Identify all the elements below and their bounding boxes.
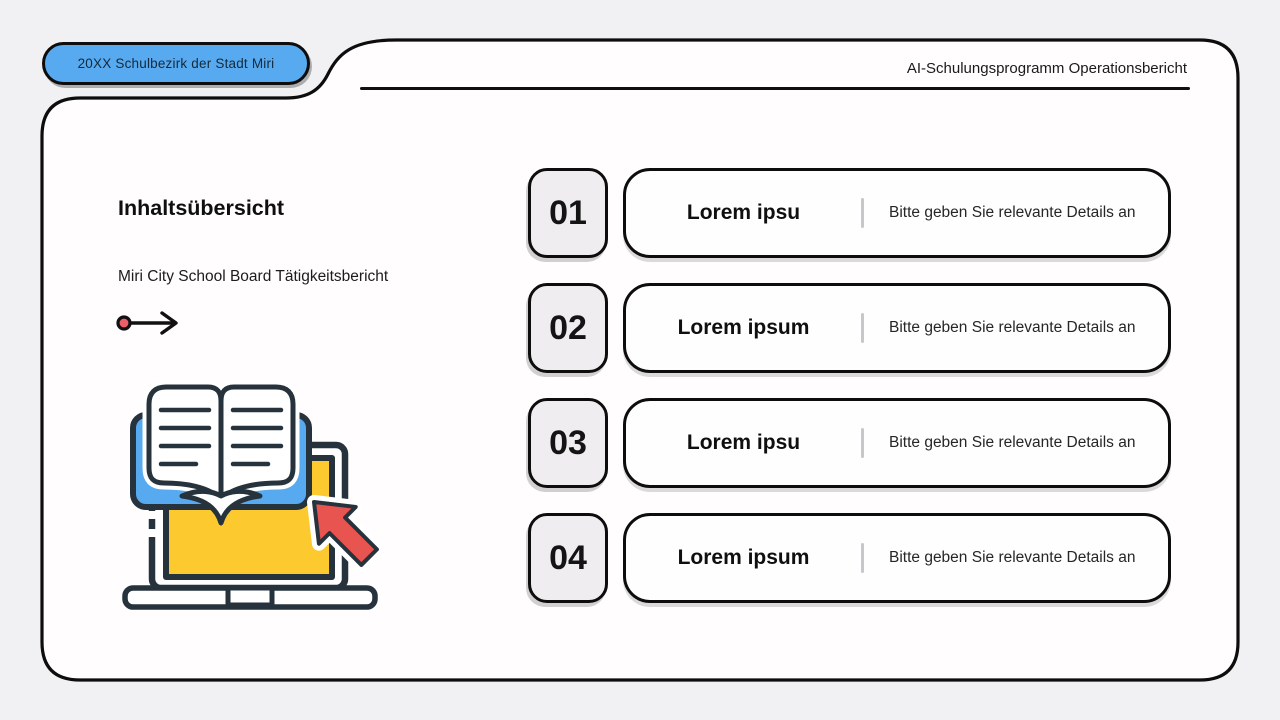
- toc-row-3: 03 Lorem ipsu Bitte geben Sie relevante …: [528, 398, 1171, 488]
- toc-item-detail: Bitte geben Sie relevante Details an: [889, 434, 1136, 451]
- year-badge-label: 20XX Schulbezirk der Stadt Miri: [77, 56, 275, 71]
- vertical-divider: [861, 543, 864, 573]
- toc-number-box-2[interactable]: 02: [528, 283, 608, 373]
- cursor-icon: [307, 495, 382, 572]
- toc-number: 01: [549, 193, 587, 232]
- toc-item-title: Lorem ipsum: [677, 316, 810, 339]
- toc-row-2: 02 Lorem ipsum Bitte geben Sie relevante…: [528, 283, 1171, 373]
- toc-item-detail: Bitte geben Sie relevante Details an: [889, 204, 1136, 221]
- toc-row-4: 04 Lorem ipsum Bitte geben Sie relevante…: [528, 513, 1171, 603]
- vertical-divider: [861, 428, 864, 458]
- toc-item-title: Lorem ipsu: [686, 431, 801, 454]
- year-badge[interactable]: 20XX Schulbezirk der Stadt Miri: [42, 42, 310, 85]
- toc-item-box-4[interactable]: Lorem ipsum Bitte geben Sie relevante De…: [623, 513, 1171, 603]
- page-title: Inhaltsübersicht: [118, 196, 285, 220]
- toc-item-title: Lorem ipsum: [677, 546, 810, 569]
- vertical-divider: [861, 313, 864, 343]
- open-book-icon: [130, 380, 312, 537]
- toc-number: 02: [549, 308, 587, 347]
- toc-item-box-1[interactable]: Lorem ipsu Bitte geben Sie relevante Det…: [623, 168, 1171, 258]
- report-title: AI-Schulungsprogramm Operationsbericht: [906, 60, 1187, 77]
- toc-number-box-4[interactable]: 04: [528, 513, 608, 603]
- header-underline: [360, 87, 1190, 90]
- toc-item-box-2[interactable]: Lorem ipsum Bitte geben Sie relevante De…: [623, 283, 1171, 373]
- toc-item-title: Lorem ipsu: [686, 201, 801, 224]
- laptop-base: [122, 585, 378, 610]
- toc-item-detail: Bitte geben Sie relevante Details an: [889, 549, 1136, 566]
- toc-item-detail: Bitte geben Sie relevante Details an: [889, 319, 1136, 336]
- dot-arrow-icon: [116, 311, 178, 335]
- toc-item-box-3[interactable]: Lorem ipsu Bitte geben Sie relevante Det…: [623, 398, 1171, 488]
- book-laptop-illustration: [122, 380, 382, 610]
- page-subtitle: Miri City School Board Tätigkeitsbericht: [118, 268, 389, 285]
- toc-row-1: 01 Lorem ipsu Bitte geben Sie relevante …: [528, 168, 1171, 258]
- toc-list: 01 Lorem ipsu Bitte geben Sie relevante …: [528, 168, 1171, 603]
- toc-number-box-1[interactable]: 01: [528, 168, 608, 258]
- toc-number-box-3[interactable]: 03: [528, 398, 608, 488]
- vertical-divider: [861, 198, 864, 228]
- toc-number: 04: [549, 538, 587, 577]
- toc-number: 03: [549, 423, 587, 462]
